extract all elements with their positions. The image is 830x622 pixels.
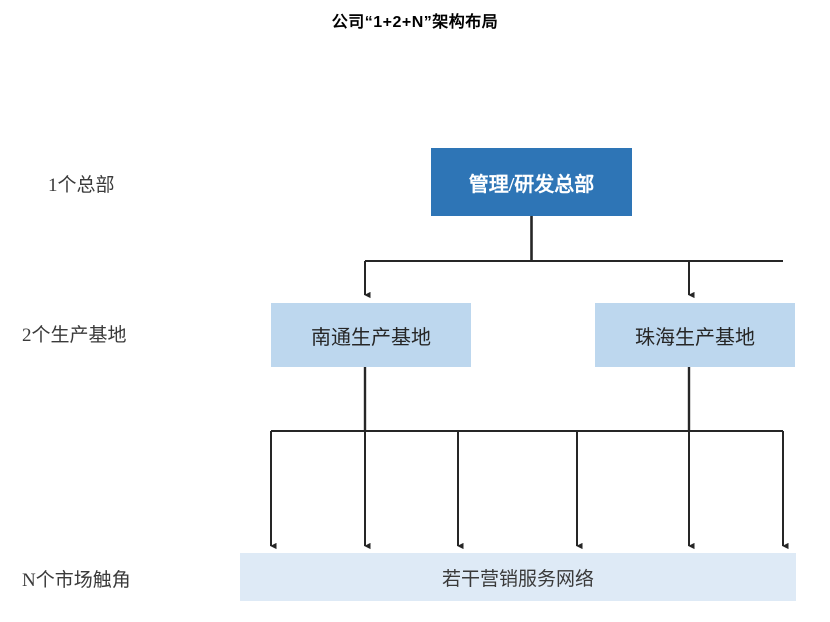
row-label-headquarters: 1个总部 [48,175,115,196]
node-headquarters[interactable]: 管理/研发总部 [431,148,632,216]
connector-bases-to-network [270,367,789,550]
node-marketing-network[interactable]: 若干营销服务网络 [240,553,796,601]
node-base-zhuhai[interactable]: 珠海生产基地 [595,303,795,367]
page-title: 公司“1+2+N”架构布局 [331,14,499,31]
row-label-production-bases: 2个生产基地 [22,325,127,346]
connector-hq-to-bases [364,216,783,299]
node-base-nantong[interactable]: 南通生产基地 [271,303,471,367]
row-label-market-reach: N个市场触角 [22,570,131,591]
